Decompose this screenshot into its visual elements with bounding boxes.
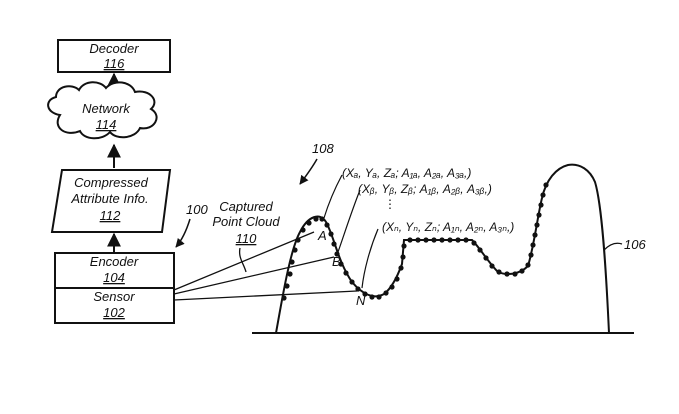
coordinate-label-n: (Xₙ, Yₙ, Zₙ; A₁ₙ, A₂ₙ, A₃ₙ,) xyxy=(382,220,514,234)
encoder-label: Encoder xyxy=(90,254,139,269)
captured-leader-line xyxy=(238,247,247,273)
point-label-b: B xyxy=(332,254,341,269)
leader-a xyxy=(323,174,343,219)
captured-number: 110 xyxy=(236,231,257,246)
encoder-sensor-box: Encoder 104 Sensor 102 xyxy=(54,252,175,324)
decoder-box: Decoder 116 xyxy=(57,39,171,73)
decoder-label: Decoder xyxy=(89,41,139,56)
sensor-number: 102 xyxy=(103,305,125,320)
compressed-label-line1: Compressed xyxy=(74,175,148,190)
leader-b xyxy=(337,189,361,253)
terrain-ref-label: 106 xyxy=(624,237,646,252)
terrain-ref-leader xyxy=(603,242,623,251)
system-ref-arrow xyxy=(175,218,191,248)
point-cloud-points xyxy=(281,182,549,301)
cloud-ref-label: 108 xyxy=(312,141,334,156)
coordinate-label-a: (Xₐ, Yₐ, Zₐ; A₁ₐ, A₂ₐ, A₃ₐ,) xyxy=(342,166,471,180)
compressed-attribute-box: Compressed Attribute Info. 112 xyxy=(50,169,172,233)
network-number: 114 xyxy=(96,117,117,132)
network-cloud: Network 114 xyxy=(47,81,158,140)
network-label: Network xyxy=(82,101,131,116)
compressed-number: 112 xyxy=(100,208,121,223)
coordinate-label-b: (Xᵦ, Yᵦ, Zᵦ; A₁ᵦ, A₂ᵦ, A₃ᵦ,) xyxy=(358,182,492,196)
point-label-n: N xyxy=(356,293,366,308)
captured-line2: Point Cloud xyxy=(212,214,280,229)
captured-line1: Captured xyxy=(219,199,273,214)
leader-n xyxy=(361,228,379,289)
compressed-label-line2: Attribute Info. xyxy=(70,191,148,206)
point-label-a: A xyxy=(317,228,327,243)
ellipsis: ⋮ xyxy=(384,197,396,211)
cloud-ref-arrow xyxy=(299,158,318,185)
system-ref-label: 100 xyxy=(186,202,208,217)
captured-point-cloud-label: Captured Point Cloud 110 xyxy=(212,199,280,273)
encoder-number: 104 xyxy=(103,270,125,285)
decoder-number: 116 xyxy=(104,56,125,71)
sensor-label: Sensor xyxy=(93,289,135,304)
sensor-rays xyxy=(173,231,358,301)
